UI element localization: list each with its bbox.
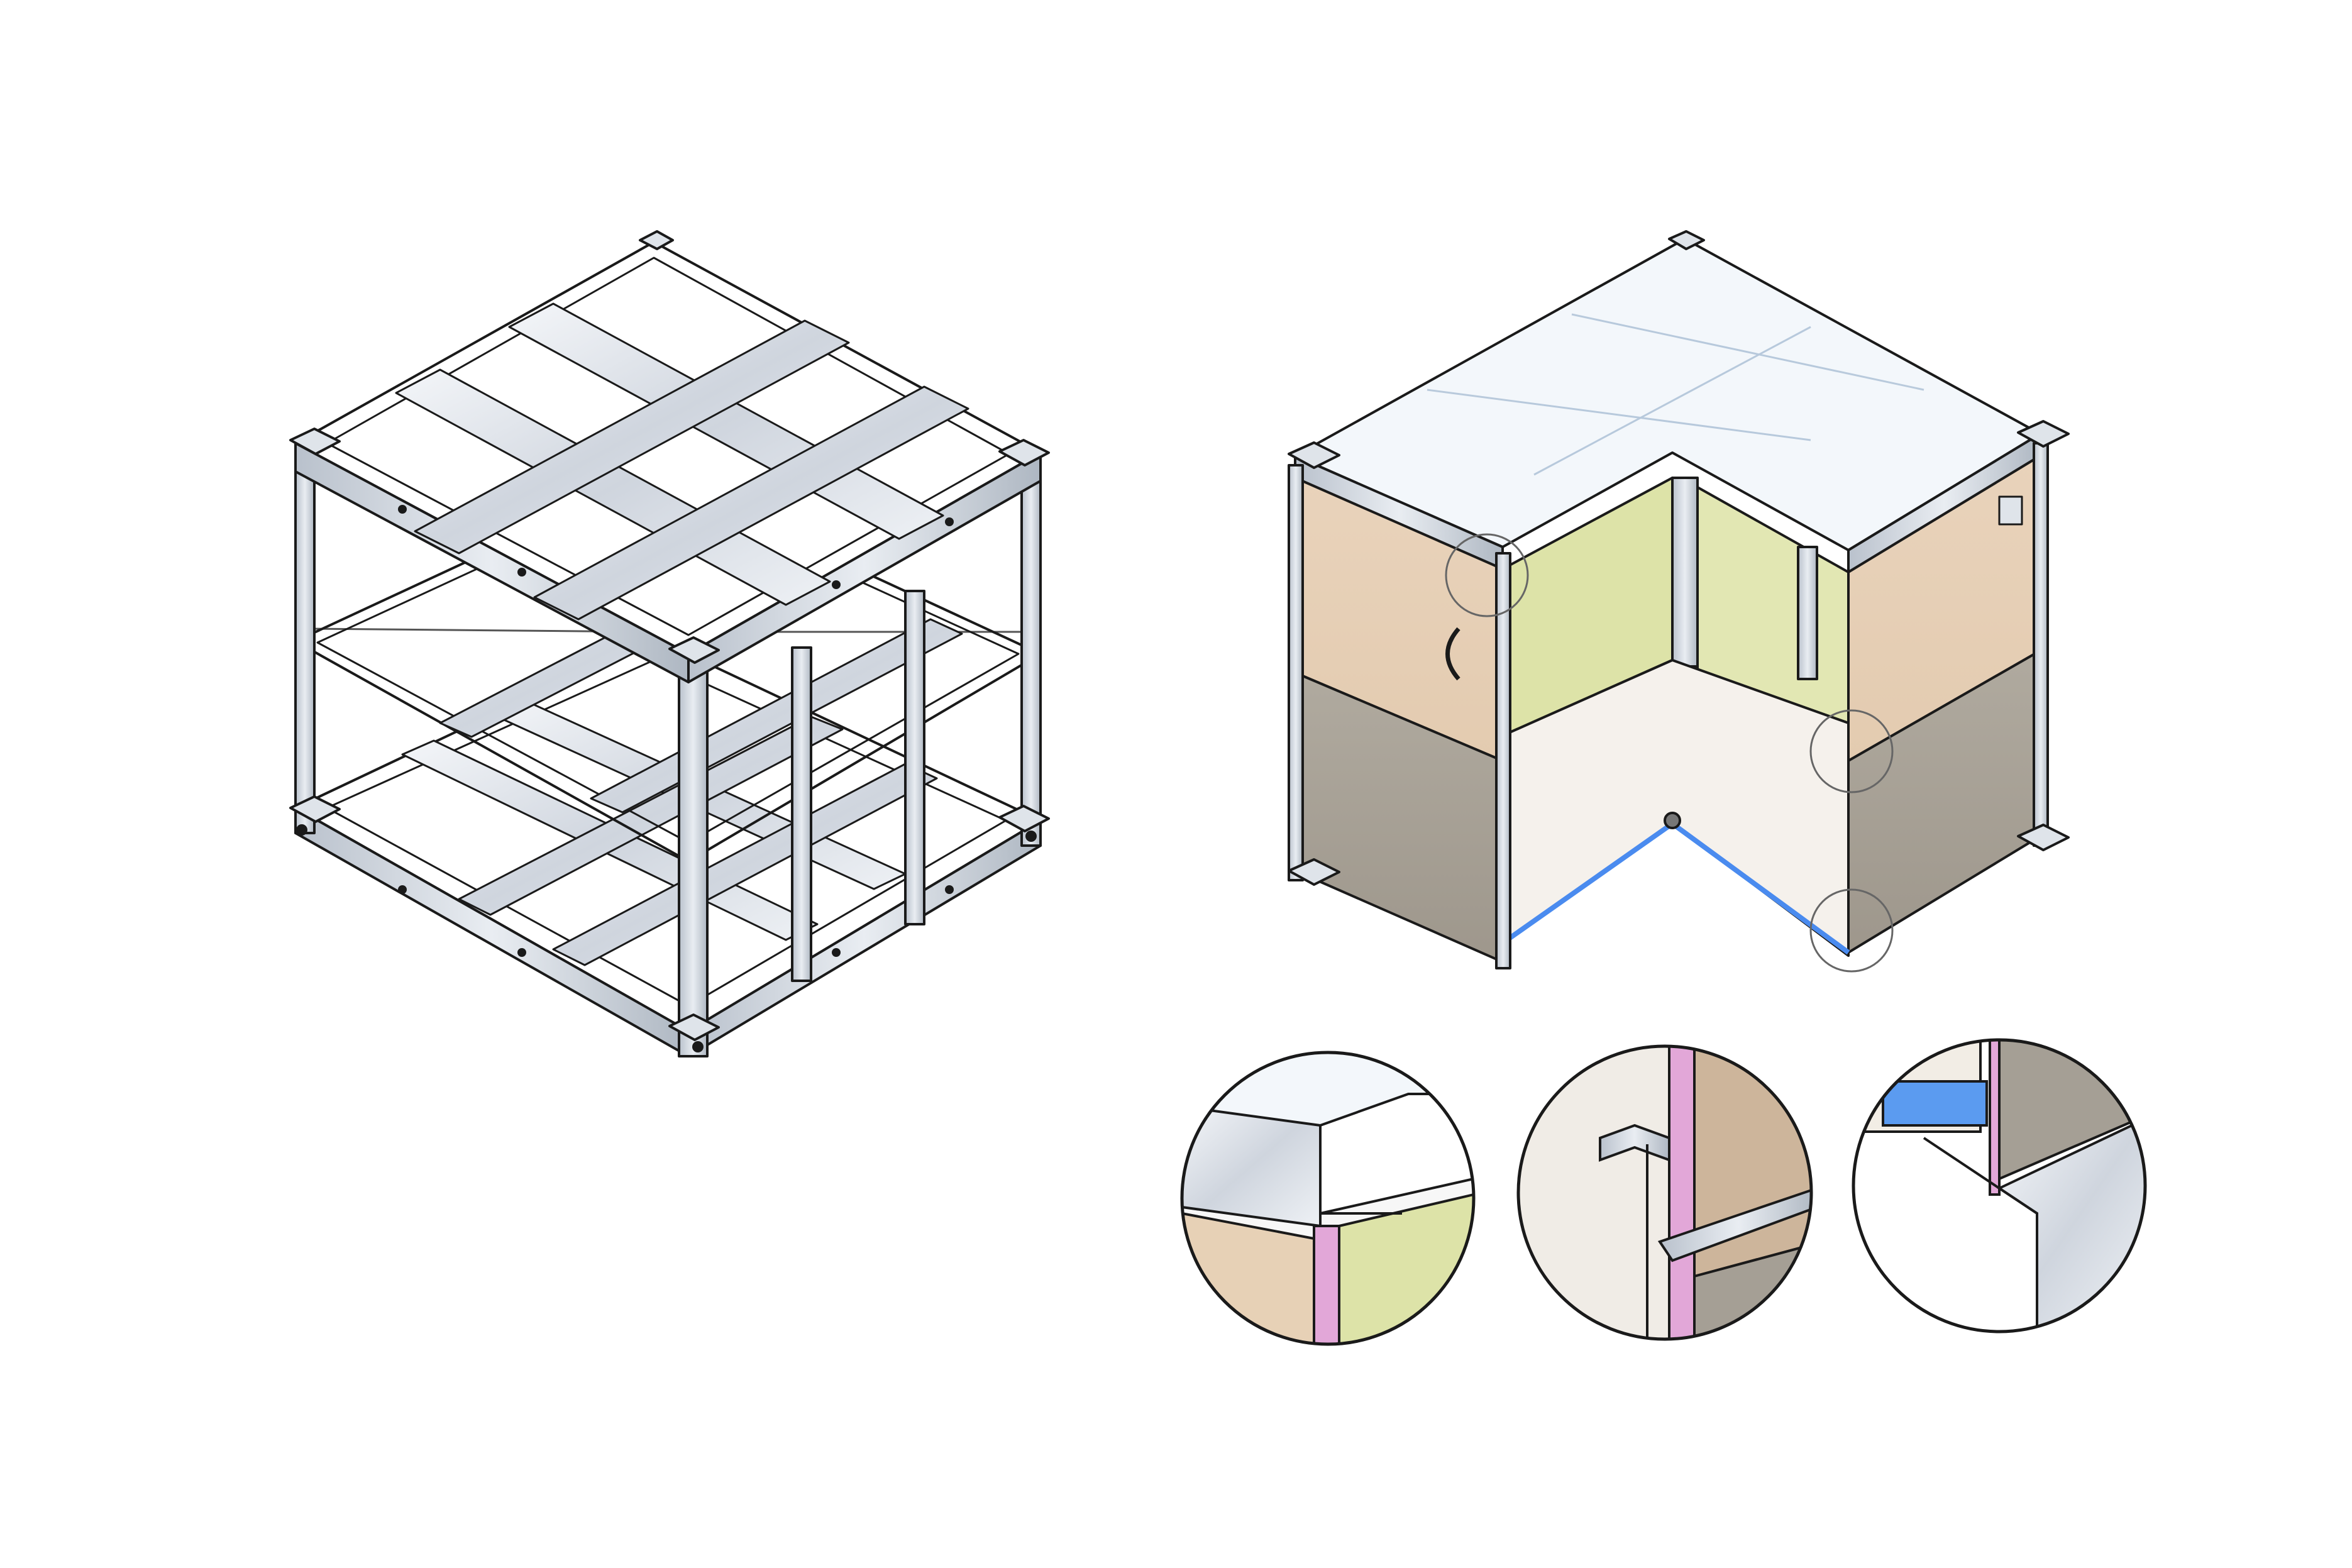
module-corner-fittings [1288,230,2070,886]
inner-post-right [1797,546,1818,680]
clad-module-cutaway [1288,230,2070,973]
roof-frame [294,241,1042,683]
inner-post [1671,477,1699,668]
vent-grille [1998,495,2023,526]
module-corner-posts [1288,442,2049,969]
detail-callouts [1445,533,1894,973]
panel-recess-arc [1445,627,1460,681]
corner-fittings [289,230,1050,1041]
base-corner-detail [1852,1038,2147,1333]
base-frame [294,637,1042,1057]
roof-markings [1427,313,1924,476]
floor-wall-junction-detail [1516,1044,1813,1341]
steel-frame-isometric [289,230,1050,1057]
floor-drain [1664,812,1681,829]
top-corner-detail [1180,1051,1476,1346]
bolt-holes [296,505,1037,1052]
